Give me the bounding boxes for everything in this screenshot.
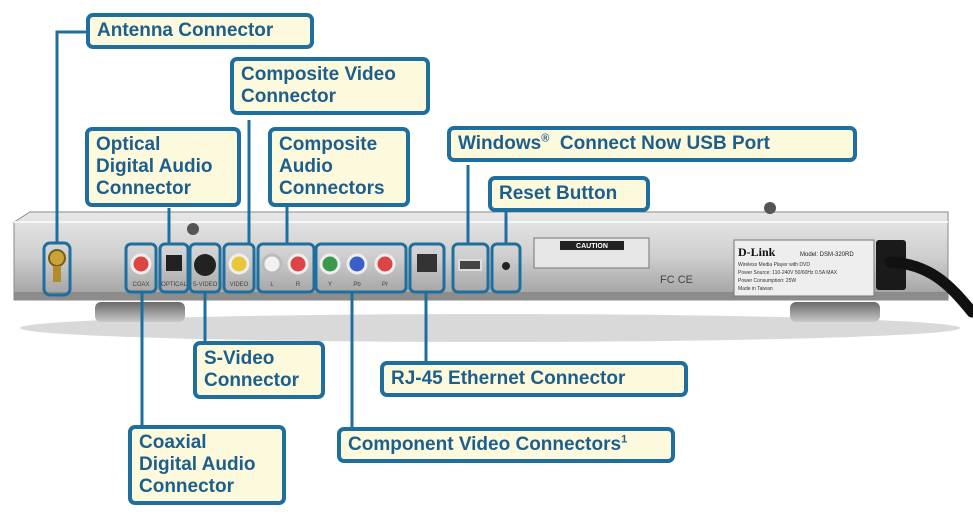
s-video-connector-callout: S-Video Connector (193, 341, 325, 399)
audio-left-jack-icon (261, 253, 283, 275)
optical-digital-audio-callout: Optical Digital Audio Connector (85, 127, 241, 207)
windows-label: Windows (458, 133, 542, 154)
port-label: L (270, 282, 274, 288)
coaxial-label-line2: Digital Audio (139, 454, 256, 475)
port-label: VIDEO (230, 282, 249, 288)
svideo-jack-icon (194, 254, 216, 276)
antenna-jack-icon (48, 249, 66, 267)
model-text: Model: DSM-320RD (800, 252, 854, 258)
port-label: Y (328, 282, 332, 288)
brand-logo: D-Link (738, 245, 776, 259)
caution-title: CAUTION (576, 243, 608, 250)
composite-audio-label-line3: Connectors (279, 178, 385, 199)
windows-usb-port-callout: Windows® Connect Now USB Port (447, 126, 857, 162)
component-video-connectors-callout: Component Video Connectors1 (337, 427, 675, 463)
ethernet-jack-icon (417, 254, 437, 272)
usb-port-label: Connect Now USB Port (559, 133, 770, 154)
optical-label-line2: Digital Audio (96, 156, 213, 177)
product-label (733, 239, 875, 297)
optical-label-line1: Optical (96, 134, 161, 155)
port-label: Pb (353, 282, 361, 288)
port-label: OPTICAL (161, 282, 187, 288)
port-label: S-VIDEO (193, 282, 218, 288)
spec-line: Wireless Media Player with DVD (738, 262, 810, 268)
port-label: R (296, 282, 301, 288)
spec-line: Power Consumption: 25W (738, 278, 796, 284)
reset-button-icon (502, 262, 510, 270)
component-y-jack-icon (319, 253, 341, 275)
spec-line: Made in Taiwan (738, 286, 773, 292)
composite-video-jack-icon (228, 253, 250, 275)
usb-port-icon (458, 259, 482, 271)
port-label: COAX (132, 282, 149, 288)
footnote-mark: 1 (621, 433, 628, 446)
svideo-label-line2: Connector (204, 370, 299, 391)
screw-icon (187, 223, 199, 235)
composite-audio-connectors-callout: Composite Audio Connectors (268, 127, 410, 207)
certification-marks: FC CE (660, 274, 693, 286)
coaxial-label-line3: Connector (139, 476, 234, 497)
coaxial-digital-audio-callout: Coaxial Digital Audio Connector (128, 425, 286, 505)
component-pb-jack-icon (346, 253, 368, 275)
registered-mark: ® (541, 132, 550, 145)
coaxial-label-line1: Coaxial (139, 432, 207, 453)
optical-label-line3: Connector (96, 178, 191, 199)
composite-video-connector-callout: Composite Video Connector (230, 57, 430, 115)
rj45-ethernet-callout: RJ-45 Ethernet Connector (380, 361, 688, 397)
device-foot-left (95, 302, 185, 322)
device-foot-right (790, 302, 880, 322)
svideo-label-line1: S-Video (204, 348, 275, 369)
composite-video-label-line1: Composite Video (241, 64, 396, 85)
device-bottom-edge (14, 292, 948, 300)
optical-jack-icon (166, 255, 182, 271)
port-label: Pr (382, 282, 388, 288)
component-pr-jack-icon (374, 253, 396, 275)
spec-line: Power Source: 110-240V 50/60Hz 0.5A MAX (738, 270, 838, 276)
audio-right-jack-icon (287, 253, 309, 275)
reset-button-callout: Reset Button (488, 176, 650, 212)
antenna-connector-label: Antenna Connector (97, 20, 274, 41)
screw-icon (764, 202, 776, 214)
leader-lines (55, 30, 508, 427)
rj45-label: RJ-45 Ethernet Connector (391, 368, 626, 389)
antenna-connector-callout: Antenna Connector (86, 13, 314, 49)
component-video-label: Component Video Connectors (348, 434, 622, 455)
device-shadow (20, 314, 960, 342)
composite-audio-label-line2: Audio (279, 156, 333, 177)
composite-video-label-line2: Connector (241, 86, 336, 107)
reset-button-label: Reset Button (499, 183, 618, 204)
composite-audio-label-line1: Composite (279, 134, 378, 155)
power-cord (884, 256, 973, 318)
coax-jack-icon (130, 253, 152, 275)
